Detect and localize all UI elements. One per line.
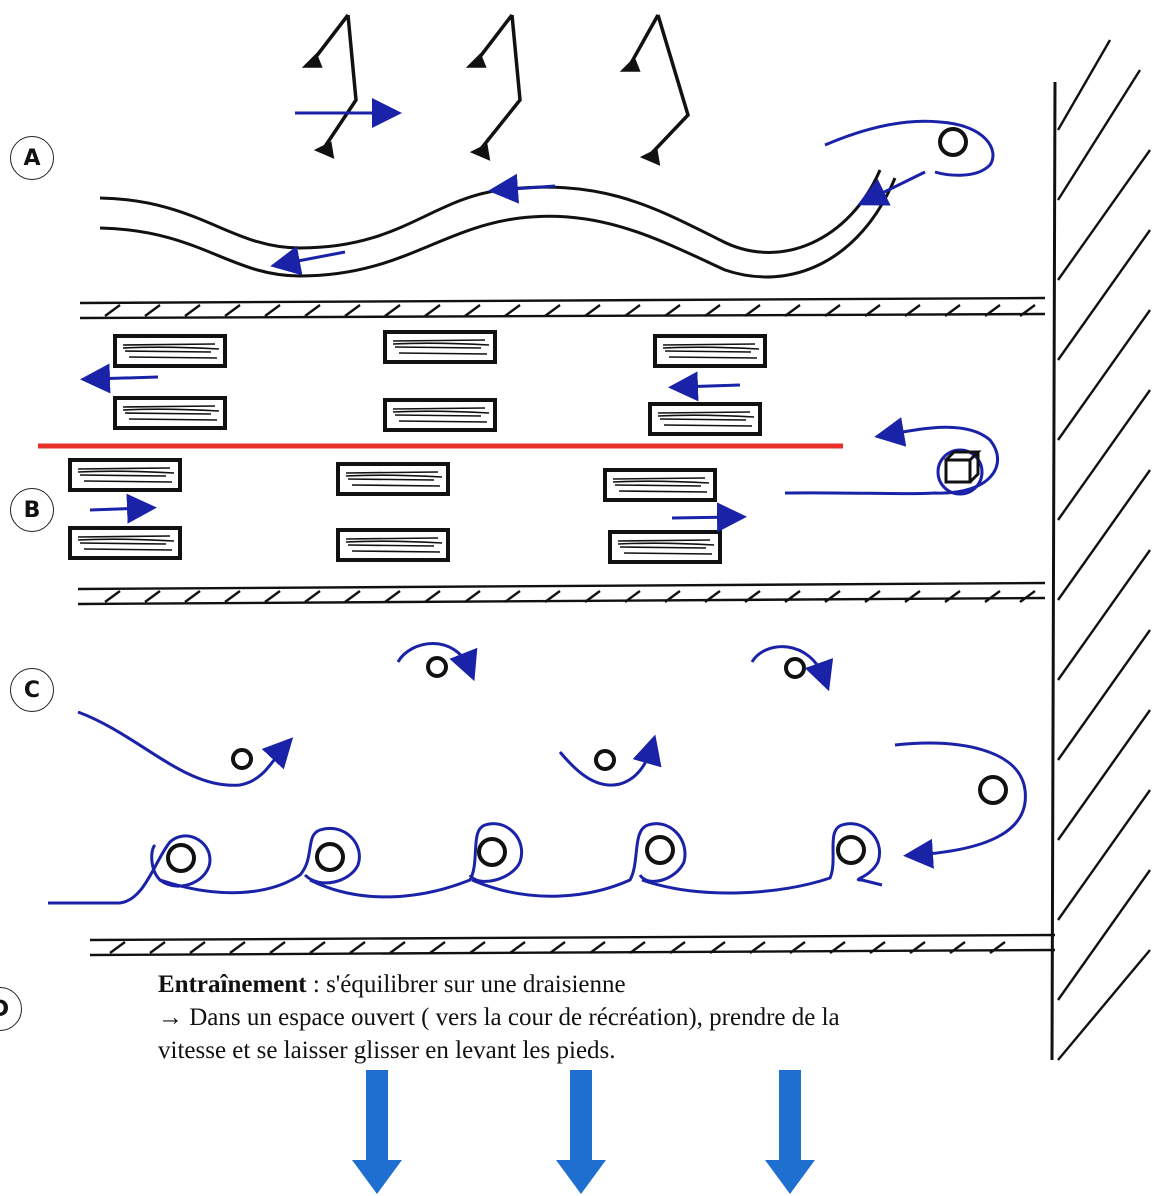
trajectory-c [48,642,1027,905]
pole-marker-2 [465,13,522,161]
exit-arrows [352,1070,815,1194]
down-arrow-icon [765,1070,815,1194]
pole-marker-3 [619,14,690,166]
cube-icon [944,450,982,484]
lane-line-2 [77,581,1046,606]
pole-marker-1 [301,13,358,159]
instructions: Entraînement : s'équilibrer sur une drai… [158,968,1038,1067]
down-arrow-icon [556,1070,606,1194]
zone-label-c: C [10,668,54,712]
cone-a [938,127,968,157]
instructions-subtitle: s'équilibrer sur une draisienne [326,971,626,998]
instructions-title: Entraînement [158,971,307,998]
instructions-line-1: Entraînement : s'équilibrer sur une drai… [158,968,1038,1001]
cones-c [166,656,1008,873]
zone-label-a: A [10,136,54,180]
trajectory-a [270,98,995,276]
instructions-line-2: → Dans un espace ouvert ( vers la cour d… [158,1004,840,1031]
trajectory-b [80,363,1000,533]
lane-line-3 [89,933,1056,957]
wall [1050,39,1151,1061]
lane-line-1 [79,296,1046,320]
down-arrow-icon [352,1070,402,1194]
instructions-separator: : [306,971,327,998]
instructions-line-3: vitesse et se laisser glisser en levant … [158,1037,616,1064]
winding-path [99,169,897,279]
zone-label-b: B [10,488,54,532]
